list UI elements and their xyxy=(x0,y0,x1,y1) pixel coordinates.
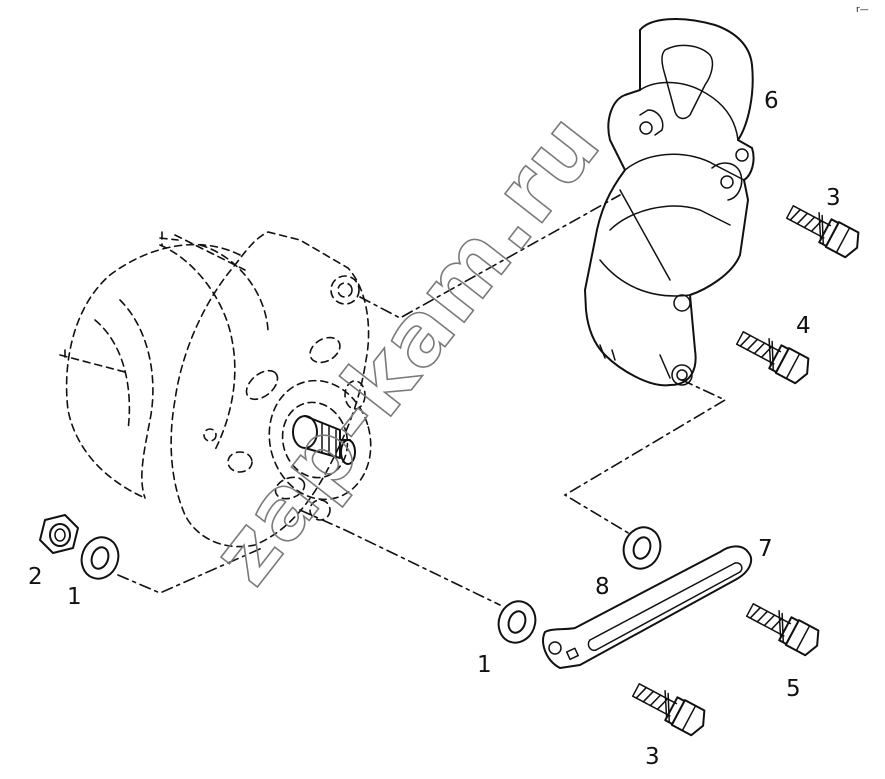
watermark: zap-kam.ru xyxy=(193,95,621,603)
callout-labels: 1 1 2 3 3 4 5 6 7 8 xyxy=(28,88,841,770)
callout-bracket: 6 xyxy=(764,88,779,114)
callout-bolt-upper-right: 3 xyxy=(826,185,841,211)
washer-spacer xyxy=(622,526,662,570)
callout-bolt-bottom: 3 xyxy=(645,744,660,770)
mounting-bracket xyxy=(584,17,755,387)
hex-nut xyxy=(39,514,79,554)
washer-left xyxy=(80,536,120,580)
bolt-middle xyxy=(735,331,810,385)
callout-washer-left: 1 xyxy=(67,584,82,610)
alternator-shaft xyxy=(292,415,356,465)
adjusting-bar xyxy=(542,545,753,669)
callout-bolt-bar: 5 xyxy=(786,676,801,702)
bolt-upper-right xyxy=(785,205,860,259)
callout-bolt-middle: 4 xyxy=(796,313,811,339)
callout-adjusting-bar: 7 xyxy=(758,536,773,562)
washer-middle xyxy=(497,600,537,644)
bolt-bottom xyxy=(631,683,706,737)
assembly-center-lines xyxy=(117,194,727,606)
alternator xyxy=(59,231,372,548)
callout-washer-mid: 1 xyxy=(477,652,492,678)
corner-mark: r— xyxy=(856,5,869,15)
bolt-bar xyxy=(745,603,820,657)
callout-nut: 2 xyxy=(28,564,43,590)
callout-washer-spacer: 8 xyxy=(595,574,610,600)
